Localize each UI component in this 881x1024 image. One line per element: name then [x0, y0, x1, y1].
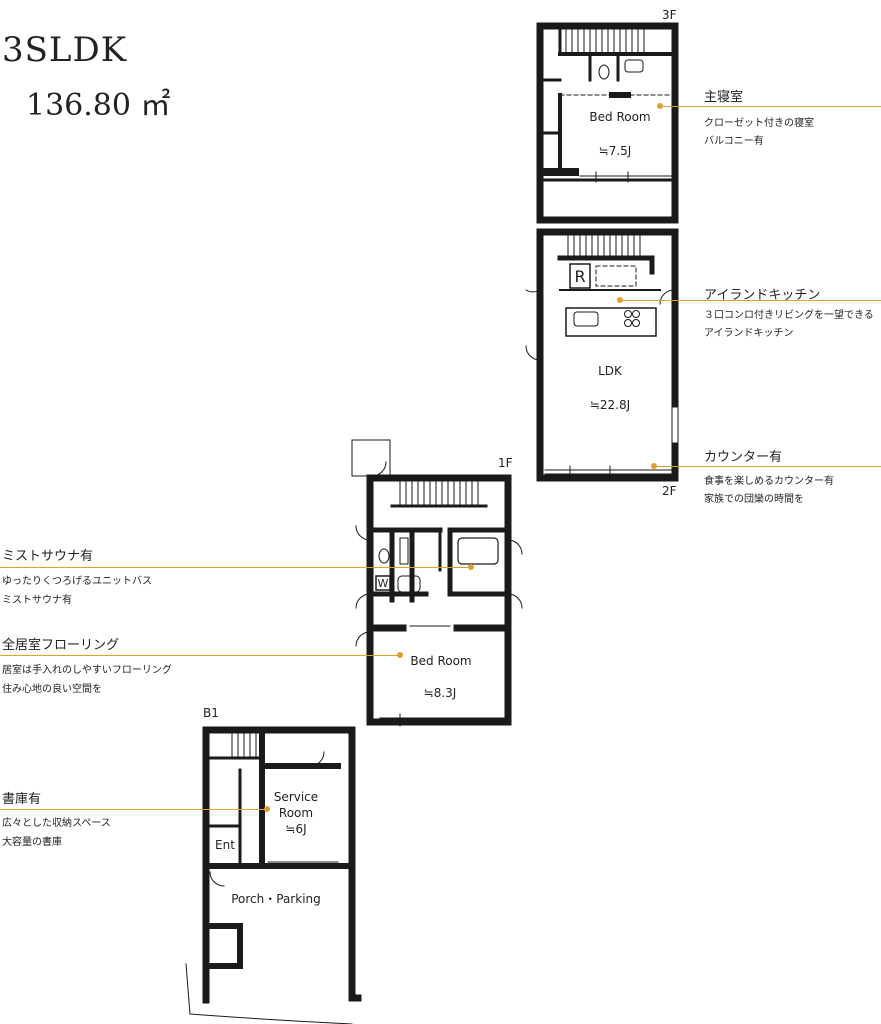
note-line: バルコニー有 — [704, 136, 764, 147]
room-label-bed-3f: Bed Room — [589, 110, 651, 124]
note-title: アイランドキッチン — [704, 288, 821, 303]
note-line: 居室は手入れのしやすいフローリング — [2, 665, 172, 676]
room-label-porch: Porch・Parking — [231, 892, 321, 906]
floor-1f-plan — [351, 439, 523, 727]
room-label-ldk: LDK — [598, 364, 622, 378]
room-size-bed-1f: ≒8.3J — [423, 686, 457, 700]
floor-label-2f: 2F — [662, 484, 677, 498]
note-line: アイランドキッチン — [704, 328, 794, 339]
note-title: 主寝室 — [704, 90, 744, 105]
note-line: 家族での団欒の時間を — [704, 494, 804, 505]
note-line: ３口コンロ付きリビングを一望できる — [704, 310, 874, 321]
plan-area: 136.80 ㎡ — [26, 88, 171, 123]
note-leader — [0, 809, 267, 810]
note-line: ゆったりくつろげるユニットバス — [2, 576, 152, 587]
floor-label-1f: 1F — [498, 456, 513, 470]
note-title: 全居室フローリング — [2, 638, 120, 653]
note-line: 大容量の書庫 — [2, 837, 62, 848]
note-title: カウンター有 — [704, 450, 783, 465]
floor-3f-plan — [536, 22, 679, 224]
floor-2f-plan — [525, 228, 679, 482]
room-label-bed-1f: Bed Room — [410, 654, 472, 668]
room-size-service: ≒6J — [285, 822, 307, 836]
note-leader — [654, 466, 881, 467]
note-marker — [264, 806, 270, 812]
note-marker — [397, 652, 403, 658]
room-label-ent: Ent — [215, 838, 235, 852]
note-leader — [0, 567, 471, 568]
room-size-ldk: ≒22.8J — [589, 398, 631, 412]
note-title: 書庫有 — [2, 792, 42, 807]
note-line: 広々とした収納スペース — [2, 818, 111, 829]
room-size-bed-3f: ≒7.5J — [598, 144, 632, 158]
floor-label-3f: 3F — [662, 8, 677, 22]
note-marker — [468, 564, 474, 570]
room-label-service-room: Room — [278, 806, 314, 820]
w-label: W — [377, 577, 389, 590]
plan-type: 3SLDK — [2, 30, 128, 70]
note-leader — [0, 655, 400, 656]
note-line: 住み心地の良い空間を — [2, 684, 102, 695]
note-line: 食事を楽しめるカウンター有 — [704, 476, 834, 487]
note-line: クローゼット付きの寝室 — [704, 118, 814, 129]
note-line: ミストサウナ有 — [2, 595, 72, 606]
note-leader — [660, 106, 881, 107]
floor-b1-plan — [185, 726, 362, 1024]
floor-label-b1: B1 — [203, 706, 219, 720]
fridge-label: R — [574, 267, 586, 286]
room-label-service: Service — [273, 790, 319, 804]
note-leader — [620, 300, 881, 301]
note-title: ミストサウナ有 — [2, 549, 94, 564]
